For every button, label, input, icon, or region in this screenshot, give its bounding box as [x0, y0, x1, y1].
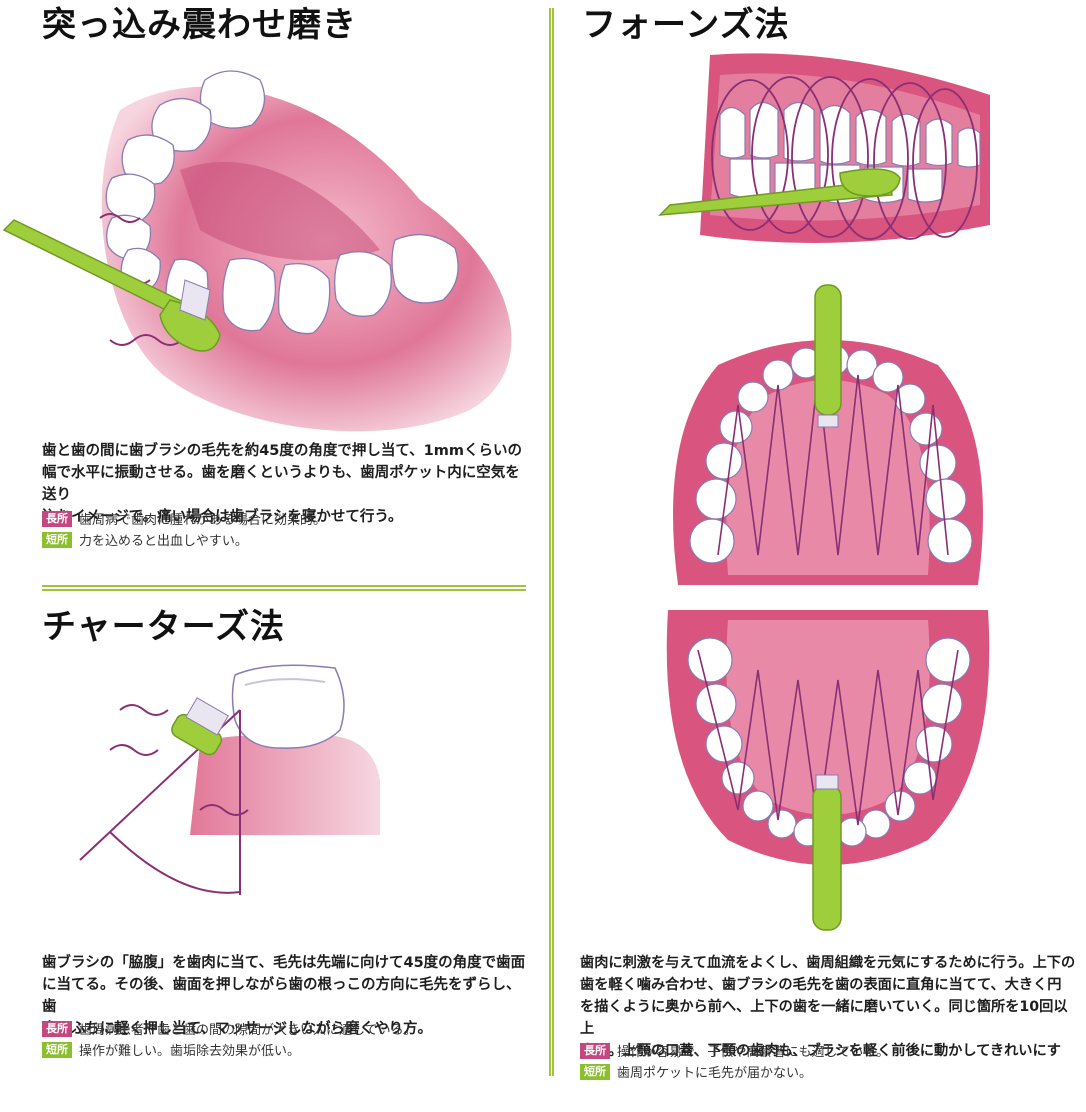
tsukkomi-title: 突っ込み震わせ磨き: [42, 5, 357, 45]
charters-pro-row: 長所 歯周病患者や歯と歯の間の隙間が大きい人に適している。: [42, 1018, 417, 1039]
charters-pro-text: 歯周病患者や歯と歯の間の隙間が大きい人に適している。: [79, 1023, 417, 1038]
fones-line-2: 歯を軽く噛み合わせ、歯ブラシの毛先を歯の表面に直角に当てて、大きく円: [580, 977, 1062, 993]
tsukkomi-pro-row: 長所 歯周病で歯肉に腫れがある場合に効果的。: [42, 508, 326, 529]
tsukkomi-pros-cons: 長所 歯周病で歯肉に腫れがある場合に効果的。 短所 力を込めると出血しやすい。: [42, 508, 326, 550]
fones-description: 歯肉に刺激を与えて血流をよくし、歯周組織を元気にするために行う。上下の 歯を軽く…: [580, 952, 1080, 1084]
tsukkomi-con-row: 短所 力を込めると出血しやすい。: [42, 529, 326, 550]
pro-badge: 長所: [42, 1020, 72, 1037]
fones-title: フォーンズ法: [582, 5, 790, 45]
fones-con-text: 歯周ポケットに毛先が届かない。: [617, 1066, 813, 1081]
charters-con-text: 操作が難しい。歯垢除去効果が低い。: [79, 1044, 301, 1059]
fones-lower-jaw-illustration: [666, 610, 990, 931]
charters-con-row: 短所 操作が難しい。歯垢除去効果が低い。: [42, 1039, 417, 1060]
tsukkomi-line-3: 込むイメージで。痛い場合は歯ブラシを寝かせて行う。: [42, 509, 403, 525]
fones-con-row: 短所 歯周ポケットに毛先が届かない。: [580, 1061, 889, 1082]
charters-title: チャーターズ法: [42, 607, 285, 647]
charters-description: 歯ブラシの「脇腹」を歯肉に当て、毛先は先端に向けて45度の角度で歯面 に当てる。…: [42, 952, 532, 1040]
fones-front-illustration: [658, 53, 990, 244]
pro-badge: 長所: [580, 1042, 610, 1059]
charters-pros-cons: 長所 歯周病患者や歯と歯の間の隙間が大きい人に適している。 短所 操作が難しい。…: [42, 1018, 417, 1060]
tsukkomi-con-text: 力を込めると出血しやすい。: [79, 534, 248, 549]
fones-pro-text: 操作が容易で、子供や高齢者にも適している。: [617, 1045, 890, 1060]
tsukkomi-line-2: 幅で水平に振動させる。歯を磨くというよりも、歯周ポケット内に空気を送り: [42, 465, 520, 503]
vertical-divider: [549, 8, 554, 1076]
charters-line-2: に当てる。その後、歯面を押しながら歯の根っこの方向に毛先をずらし、歯: [42, 977, 521, 1015]
tsukkomi-line-1: 歯と歯の間に歯ブラシの毛先を約45度の角度で押し当て、1mmくらいの: [42, 443, 522, 459]
fones-line-3: を描くように奥から前へ、上下の歯を一緒に磨いていく。同じ箇所を10回以上: [580, 999, 1068, 1037]
con-badge: 短所: [580, 1063, 610, 1080]
tsukkomi-illustration: [2, 70, 512, 432]
con-badge: 短所: [42, 1041, 72, 1058]
tsukkomi-pro-text: 歯周病で歯肉に腫れがある場合に効果的。: [79, 513, 327, 528]
pro-badge: 長所: [42, 510, 72, 527]
fones-pros-cons: 長所 操作が容易で、子供や高齢者にも適している。 短所 歯周ポケットに毛先が届か…: [580, 1040, 889, 1082]
con-badge: 短所: [42, 531, 72, 548]
charters-line-1: 歯ブラシの「脇腹」を歯肉に当て、毛先は先端に向けて45度の角度で歯面: [42, 955, 526, 971]
fones-upper-jaw-illustration: [673, 284, 983, 585]
charters-illustration: [79, 664, 380, 895]
fones-line-1: 歯肉に刺激を与えて血流をよくし、歯周組織を元気にするために行う。上下の: [580, 955, 1076, 971]
fones-pro-row: 長所 操作が容易で、子供や高齢者にも適している。: [580, 1040, 889, 1061]
tsukkomi-description: 歯と歯の間に歯ブラシの毛先を約45度の角度で押し当て、1mmくらいの 幅で水平に…: [42, 440, 532, 528]
horizontal-divider: [42, 585, 526, 591]
charters-line-3: 肉のふちに軽く押し当て、マッサージしながら磨くやり方。: [42, 1021, 433, 1037]
